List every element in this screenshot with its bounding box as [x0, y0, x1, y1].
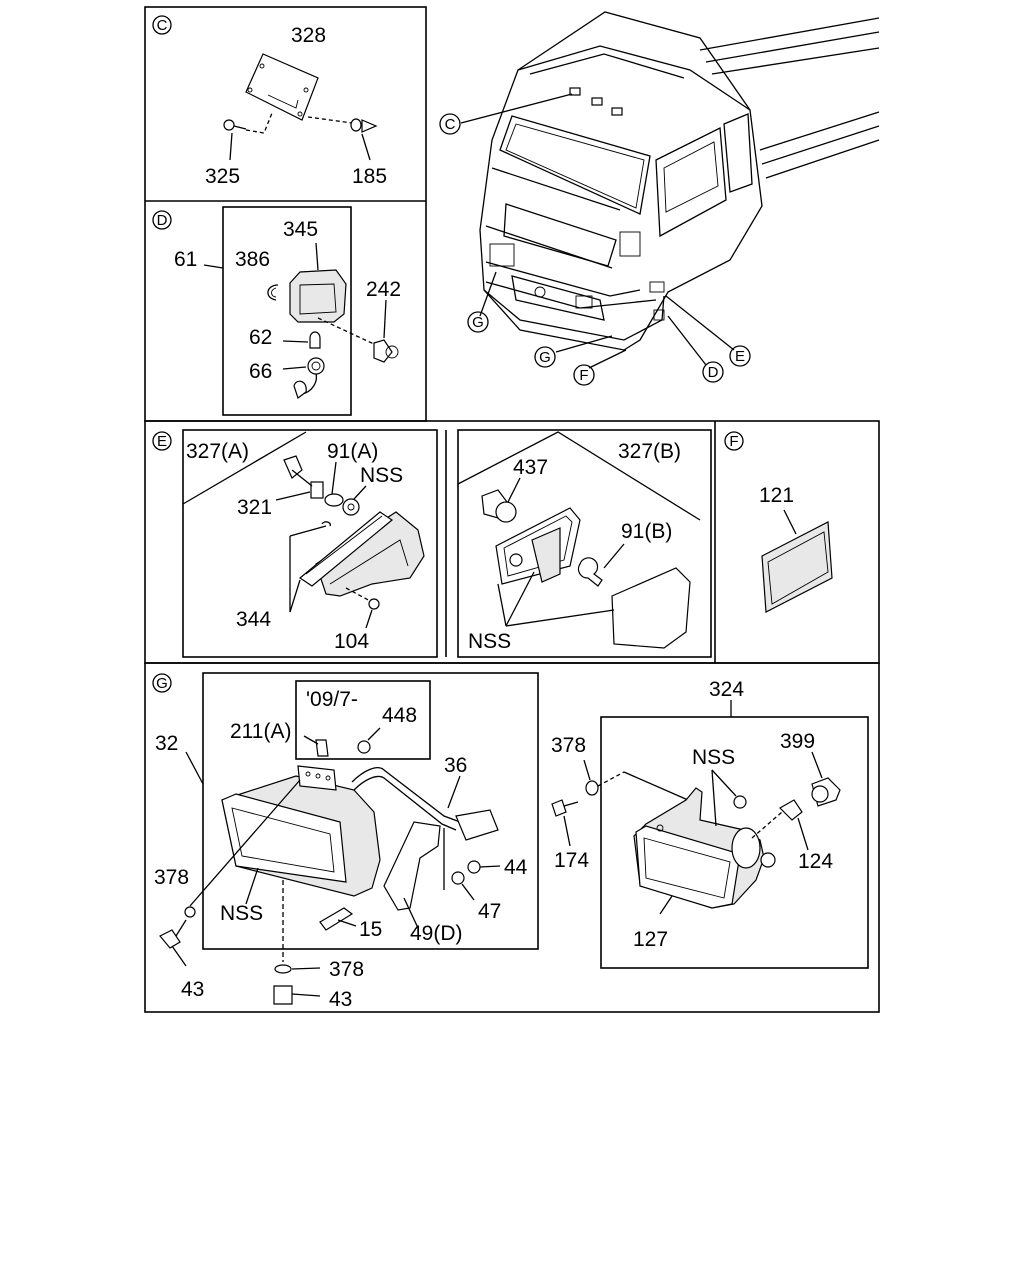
- label-327a: 327(A): [186, 440, 249, 463]
- label-nss-g-right: NSS: [692, 746, 735, 769]
- svg-text:C: C: [157, 17, 168, 34]
- svg-text:F: F: [729, 433, 738, 450]
- label-328: 328: [291, 24, 326, 47]
- label-nss-g-left: NSS: [220, 902, 263, 925]
- label-127: 127: [633, 928, 668, 951]
- label-61: 61: [174, 248, 197, 271]
- cab-callout-f: F: [573, 364, 595, 386]
- label-date-note: '09/7-: [306, 688, 358, 711]
- label-104: 104: [334, 630, 369, 653]
- svg-text:G: G: [472, 314, 484, 331]
- label-121: 121: [759, 484, 794, 507]
- cab-callout-c: C: [439, 113, 461, 135]
- cab-callout-e: E: [729, 345, 751, 367]
- label-124: 124: [798, 850, 833, 873]
- label-66: 66: [249, 360, 272, 383]
- diagram-frame: [144, 6, 880, 1013]
- svg-text:G: G: [156, 675, 168, 692]
- label-43-g-bottom: 43: [329, 988, 352, 1011]
- section-e-left-drawing: [182, 429, 438, 658]
- section-label-g: G: [152, 673, 172, 693]
- label-47: 47: [478, 900, 501, 923]
- svg-text:E: E: [735, 348, 745, 365]
- svg-text:D: D: [157, 212, 168, 229]
- section-g-left-drawing: [159, 672, 539, 1005]
- label-437: 437: [513, 456, 548, 479]
- section-label-f: F: [724, 431, 744, 451]
- section-label-e: E: [152, 431, 172, 451]
- label-324: 324: [709, 678, 744, 701]
- label-91b: 91(B): [621, 520, 672, 543]
- svg-text:F: F: [579, 367, 588, 384]
- label-211a: 211(A): [230, 720, 291, 743]
- svg-text:G: G: [539, 349, 551, 366]
- cab-callout-d: D: [702, 361, 724, 383]
- cab-callout-g-2: G: [534, 346, 556, 368]
- label-43-g-left: 43: [181, 978, 204, 1001]
- label-344: 344: [236, 608, 271, 631]
- label-91a: 91(A): [327, 440, 378, 463]
- label-nss-e-right: NSS: [468, 630, 511, 653]
- label-378-g-left: 378: [154, 866, 189, 889]
- truck-cab-drawing: [460, 11, 880, 369]
- label-174: 174: [554, 849, 589, 872]
- label-399: 399: [780, 730, 815, 753]
- cab-callout-g-1: G: [467, 311, 489, 333]
- section-label-c: C: [152, 15, 172, 35]
- label-345: 345: [283, 218, 318, 241]
- label-62: 62: [249, 326, 272, 349]
- label-242: 242: [366, 278, 401, 301]
- section-c-drawing: [223, 53, 378, 161]
- svg-text:D: D: [708, 364, 719, 381]
- section-label-d: D: [152, 210, 172, 230]
- label-36: 36: [444, 754, 467, 777]
- label-44: 44: [504, 856, 528, 879]
- section-e-right-drawing: [457, 429, 712, 658]
- label-378-g-right: 378: [551, 734, 586, 757]
- section-d-drawing: [203, 206, 399, 416]
- svg-text:E: E: [157, 433, 167, 450]
- label-32: 32: [155, 732, 178, 755]
- section-f-drawing: [761, 509, 833, 613]
- label-386: 386: [235, 248, 270, 271]
- svg-text:C: C: [445, 116, 456, 133]
- label-378-g-bottom: 378: [329, 958, 364, 981]
- label-321: 321: [237, 496, 272, 519]
- section-g-right-drawing: [551, 700, 869, 969]
- label-327b: 327(B): [618, 440, 681, 463]
- label-nss-e-left: NSS: [360, 464, 403, 487]
- label-185: 185: [352, 165, 387, 188]
- label-49d: 49(D): [410, 922, 463, 945]
- label-448: 448: [382, 704, 417, 727]
- label-325: 325: [205, 165, 240, 188]
- label-15: 15: [359, 918, 382, 941]
